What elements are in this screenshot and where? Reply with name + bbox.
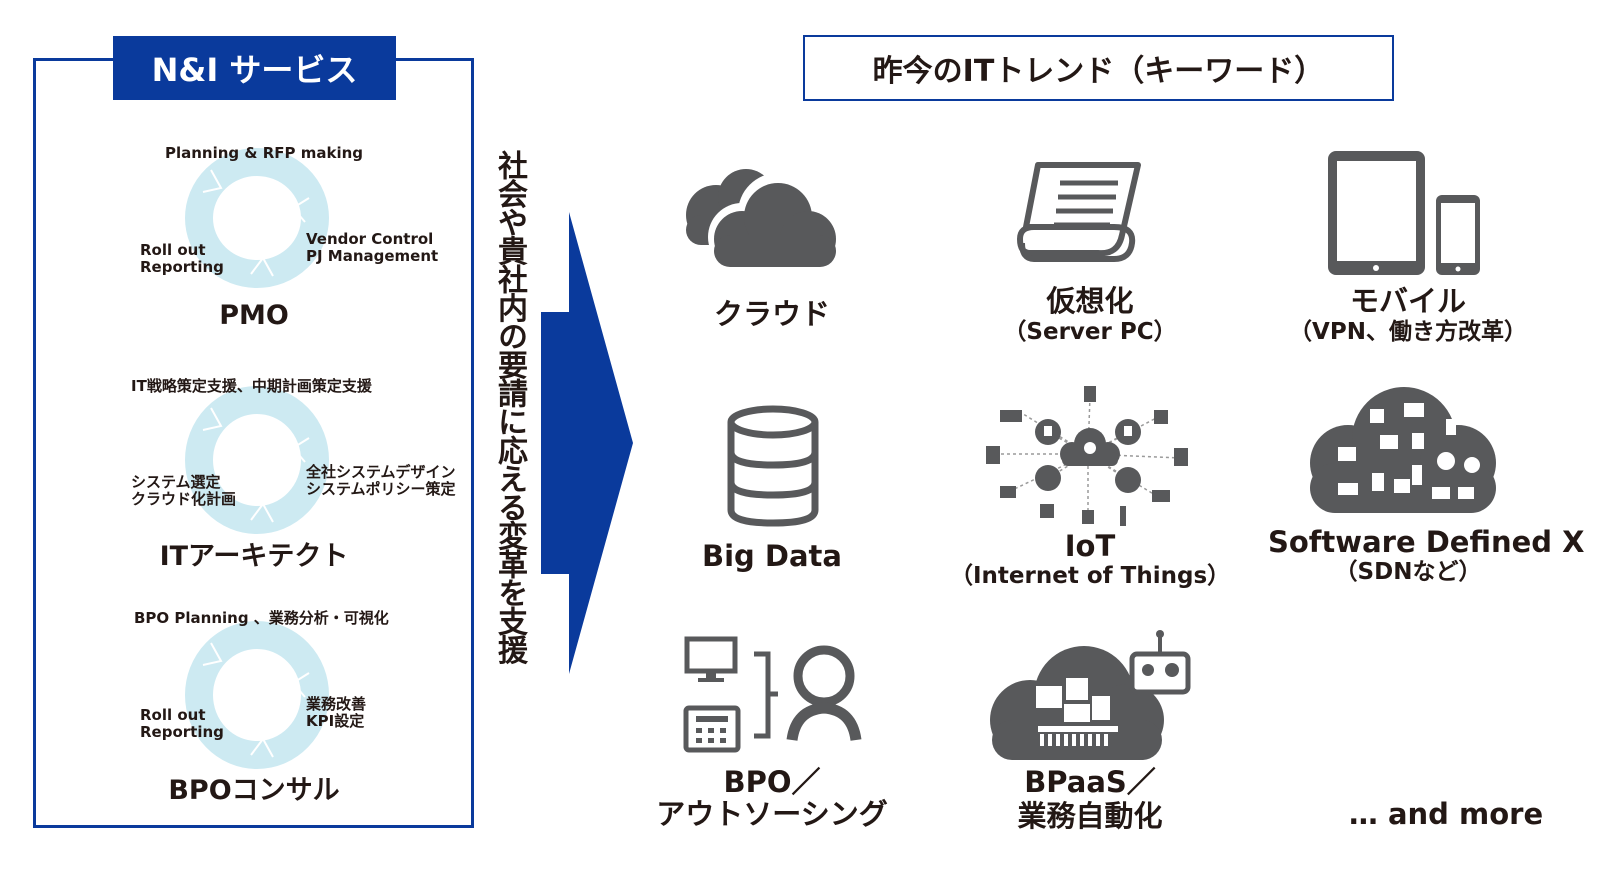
right-arrow-icon bbox=[541, 212, 633, 674]
scroll-document-icon bbox=[1017, 162, 1141, 262]
ita-heading: ITアーキテクト bbox=[159, 541, 349, 572]
bpo-top-label: BPO Planning 、業務分析・可視化 bbox=[134, 609, 389, 627]
virtualization-sub-label: （Server PC） bbox=[1003, 319, 1177, 345]
pmo-cycle-ring bbox=[185, 148, 329, 288]
bpaas-cloud-robot-icon bbox=[990, 630, 1191, 760]
mobile-label: モバイル bbox=[1349, 284, 1466, 318]
bpo-left-label-1: Roll out bbox=[140, 706, 206, 724]
cloud-icon bbox=[686, 169, 842, 273]
trends-title: 昨今のITトレンド（キーワード） bbox=[803, 35, 1394, 101]
iot-sub-label: （Internet of Things） bbox=[950, 563, 1231, 589]
ita-right-label-1: 全社システムデザイン bbox=[306, 463, 456, 481]
iot-label: IoT bbox=[1064, 529, 1116, 563]
ita-right-label-2: システムポリシー策定 bbox=[306, 480, 456, 498]
pmo-heading: PMO bbox=[219, 300, 289, 331]
bpo-label: BPO／ bbox=[723, 765, 821, 799]
ita-left-label-2: クラウド化計画 bbox=[131, 490, 237, 508]
pmo-right-label-1: Vendor Control bbox=[306, 230, 434, 248]
bigdata-label: Big Data bbox=[702, 539, 842, 573]
pmo-left-label-1: Roll out bbox=[140, 241, 206, 259]
bpo-heading: BPOコンサル bbox=[168, 775, 340, 806]
cloud-apps-icon bbox=[1310, 387, 1496, 513]
bpaas-label: BPaaS／ bbox=[1024, 765, 1156, 799]
bpo-sub-label: アウトソーシング bbox=[656, 797, 888, 831]
cloud-label: クラウド bbox=[713, 297, 830, 331]
pmo-top-label: Planning & RFP making bbox=[165, 144, 363, 162]
mobile-sub-label: （VPN、働き方改革） bbox=[1289, 319, 1527, 345]
tablet-phone-icon bbox=[1328, 151, 1480, 275]
bpo-left-label-2: Reporting bbox=[140, 723, 224, 741]
sdx-sub-label: （SDNなど） bbox=[1334, 559, 1482, 585]
bpo-cycle-ring bbox=[185, 621, 329, 769]
iot-network-icon bbox=[986, 386, 1188, 526]
bpaas-sub-label: 業務自動化 bbox=[1017, 799, 1163, 833]
virtualization-label: 仮想化 bbox=[1046, 284, 1134, 318]
pmo-right-label-2: PJ Management bbox=[306, 247, 439, 265]
ita-top-label: IT戦略策定支援、中期計画策定支援 bbox=[131, 377, 372, 395]
sdx-label: Software Defined X bbox=[1268, 525, 1585, 559]
database-icon bbox=[727, 405, 819, 527]
vertical-message: 社会や貴社内の要請に応える変革を支援 bbox=[492, 150, 527, 663]
and-more-label: … and more bbox=[1348, 797, 1544, 831]
ita-cycle-ring bbox=[185, 386, 329, 534]
bpo-right-label-1: 業務改善 bbox=[306, 695, 367, 713]
ita-left-label-1: システム選定 bbox=[131, 473, 221, 491]
bpo-right-label-2: KPI設定 bbox=[306, 712, 365, 730]
pmo-left-label-2: Reporting bbox=[140, 258, 224, 276]
services-title: N&I サービス bbox=[113, 36, 396, 100]
bpo-outsourcing-icon bbox=[683, 636, 862, 753]
